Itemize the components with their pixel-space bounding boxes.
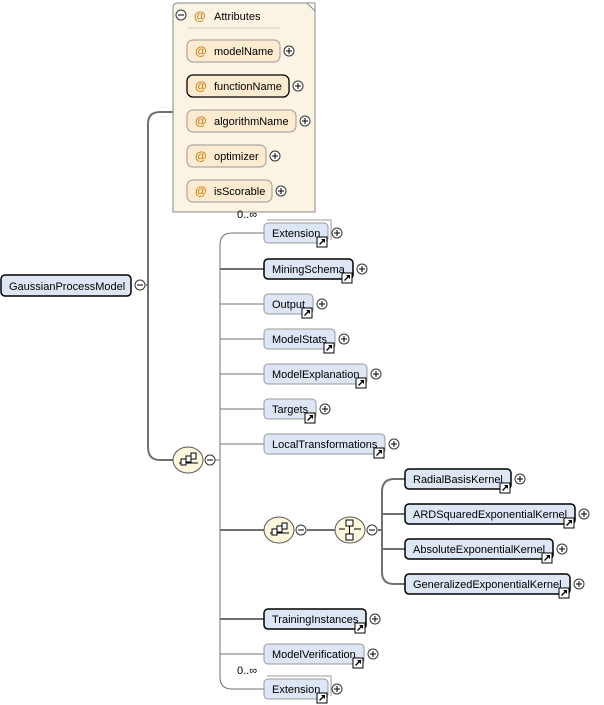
attribute-isscorable-symbol: @	[195, 184, 207, 198]
element-miningschema-1[interactable]: MiningSchema	[263, 258, 368, 284]
element-localtransformations-6-label: LocalTransformations	[272, 439, 378, 451]
element-extension-9-reference-arrow-icon	[316, 692, 328, 704]
element-absoluteexponentialkernel[interactable]: AbsoluteExponentialKernel	[404, 538, 568, 564]
attributes-header-symbol: @	[194, 9, 206, 23]
element-targets-5[interactable]: Targets	[263, 398, 331, 424]
element-absoluteexponentialkernel-reference-arrow-icon	[541, 552, 553, 564]
element-extension-9-cardinality: 0..∞	[237, 665, 257, 677]
element-ardsquaredexponentialkernel-label: ARDSquaredExponentialKernel	[413, 509, 567, 521]
attribute-functionname[interactable]: @ functionName	[186, 74, 304, 98]
element-output-2-expand-toggle[interactable]	[316, 298, 328, 310]
element-traininginstances-7-label: TrainingInstances	[272, 614, 359, 626]
element-ardsquaredexponentialkernel-expand-toggle[interactable]	[578, 508, 590, 520]
element-modelverification-8[interactable]: ModelVerification	[263, 643, 379, 669]
root-element-node[interactable]: GaussianProcessModel	[0, 274, 132, 297]
attribute-algorithmname-symbol: @	[195, 114, 207, 128]
element-modelexplanation-4-reference-arrow-icon	[355, 377, 367, 389]
attribute-modelname-label: modelName	[214, 46, 273, 58]
element-targets-5-expand-toggle[interactable]	[319, 403, 331, 415]
element-extension-9[interactable]: 0..∞ Extension	[237, 665, 343, 704]
element-absoluteexponentialkernel-expand-toggle[interactable]	[556, 543, 568, 555]
root-element-label: GaussianProcessModel	[9, 281, 125, 293]
attribute-optimizer[interactable]: @ optimizer	[186, 144, 281, 168]
attributes-header: Attributes	[214, 11, 261, 23]
element-output-2[interactable]: Output	[263, 293, 328, 319]
attribute-list: @ modelName @ functionName @ algorithmName @ op…	[186, 39, 311, 203]
kernel-choice-children: RadialBasisKernelARDSquaredExponentialKe…	[404, 468, 590, 599]
element-targets-5-label: Targets	[272, 404, 309, 416]
element-extension-9-expand-toggle[interactable]	[331, 683, 343, 695]
attribute-modelname[interactable]: @ modelName	[186, 39, 295, 63]
connectors	[146, 111, 405, 690]
element-generalizedexponentialkernel-reference-arrow-icon	[558, 587, 570, 599]
element-traininginstances-7-reference-arrow-icon	[354, 622, 366, 634]
element-localtransformations-6-expand-toggle[interactable]	[388, 438, 400, 450]
sequence-compositor-icon[interactable]	[172, 446, 204, 474]
element-ardsquaredexponentialkernel[interactable]: ARDSquaredExponentialKernel	[404, 503, 590, 529]
element-modelstats-3[interactable]: ModelStats	[263, 328, 350, 354]
element-modelstats-3-label: ModelStats	[272, 334, 328, 346]
attribute-optimizer-symbol: @	[195, 149, 207, 163]
sequence-collapse-toggle[interactable]	[204, 454, 216, 466]
element-traininginstances-7[interactable]: TrainingInstances	[263, 608, 381, 634]
element-radialbasiskernel[interactable]: RadialBasisKernel	[404, 468, 526, 494]
element-output-2-label: Output	[272, 299, 305, 311]
element-modelverification-8-label: ModelVerification	[272, 649, 356, 661]
element-extension-0-expand-toggle[interactable]	[331, 227, 343, 239]
element-radialbasiskernel-expand-toggle[interactable]	[514, 473, 526, 485]
element-generalizedexponentialkernel-expand-toggle[interactable]	[573, 578, 585, 590]
inner-sequence-collapse-toggle[interactable]	[295, 524, 307, 536]
attribute-optimizer-expand-toggle[interactable]	[269, 150, 281, 162]
attribute-modelname-expand-toggle[interactable]	[283, 45, 295, 57]
element-generalizedexponentialkernel[interactable]: GeneralizedExponentialKernel	[404, 573, 585, 599]
choice-collapse-toggle[interactable]	[366, 524, 378, 536]
element-extension-0-label: Extension	[272, 228, 320, 240]
attribute-functionname-expand-toggle[interactable]	[292, 80, 304, 92]
element-traininginstances-7-expand-toggle[interactable]	[369, 613, 381, 625]
element-targets-5-reference-arrow-icon	[304, 412, 316, 424]
attribute-isscorable-label: isScorable	[214, 186, 265, 198]
attribute-algorithmname[interactable]: @ algorithmName	[186, 109, 311, 133]
element-extension-0-reference-arrow-icon	[316, 236, 328, 248]
attributes-collapse-toggle[interactable]	[175, 9, 187, 21]
element-ardsquaredexponentialkernel-reference-arrow-icon	[563, 517, 575, 529]
element-absoluteexponentialkernel-label: AbsoluteExponentialKernel	[413, 544, 545, 556]
attribute-functionname-symbol: @	[195, 79, 207, 93]
element-localtransformations-6-reference-arrow-icon	[373, 447, 385, 459]
attribute-optimizer-label: optimizer	[214, 151, 259, 163]
element-extension-0-cardinality: 0..∞	[237, 209, 257, 221]
element-miningschema-1-label: MiningSchema	[272, 264, 346, 276]
sequence-children: 0..∞ExtensionMiningSchemaOutputModelStat…	[237, 209, 400, 704]
root-collapse-toggle[interactable]	[134, 279, 146, 291]
element-miningschema-1-reference-arrow-icon	[341, 272, 353, 284]
element-localtransformations-6[interactable]: LocalTransformations	[263, 433, 400, 459]
element-modelstats-3-expand-toggle[interactable]	[338, 333, 350, 345]
element-extension-0[interactable]: 0..∞ Extension	[237, 209, 343, 248]
element-extension-9-label: Extension	[272, 684, 320, 696]
element-modelverification-8-reference-arrow-icon	[352, 657, 364, 669]
inner-sequence-compositor-icon[interactable]	[263, 516, 295, 544]
element-modelexplanation-4[interactable]: ModelExplanation	[263, 363, 382, 389]
attribute-isscorable-expand-toggle[interactable]	[275, 185, 287, 197]
attribute-algorithmname-label: algorithmName	[214, 116, 289, 128]
attribute-modelname-symbol: @	[195, 44, 207, 58]
attribute-functionname-label: functionName	[214, 81, 282, 93]
element-modelverification-8-expand-toggle[interactable]	[367, 648, 379, 660]
element-output-2-reference-arrow-icon	[301, 307, 313, 319]
element-modelexplanation-4-label: ModelExplanation	[272, 369, 359, 381]
element-radialbasiskernel-reference-arrow-icon	[499, 482, 511, 494]
element-generalizedexponentialkernel-label: GeneralizedExponentialKernel	[413, 579, 562, 591]
element-modelstats-3-reference-arrow-icon	[323, 342, 335, 354]
choice-compositor-icon[interactable]	[334, 516, 366, 544]
attribute-isscorable[interactable]: @ isScorable	[186, 179, 287, 203]
element-modelexplanation-4-expand-toggle[interactable]	[370, 368, 382, 380]
element-radialbasiskernel-label: RadialBasisKernel	[413, 474, 503, 486]
attribute-algorithmname-expand-toggle[interactable]	[299, 115, 311, 127]
element-miningschema-1-expand-toggle[interactable]	[356, 263, 368, 275]
